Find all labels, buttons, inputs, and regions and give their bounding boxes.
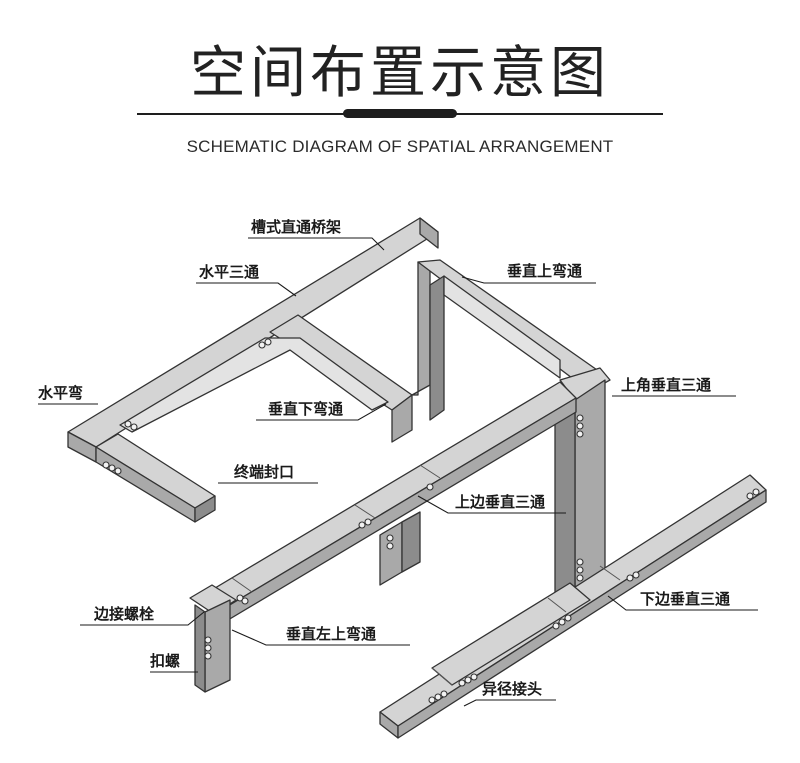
label-end-cap: 终端封口 — [234, 463, 294, 481]
upper-side-vertical-tee-drop-side — [401, 511, 421, 573]
end-cap-face — [194, 495, 216, 523]
label-trough-straight-tray: 槽式直通桥架 — [251, 218, 341, 236]
label-snap-screw: 扣螺 — [150, 652, 180, 670]
horizontal-tee-branch-side — [391, 394, 413, 443]
left-up-bend-column-side — [194, 604, 206, 693]
upper-tray-assembly — [67, 217, 439, 523]
middle-tray-assembly — [194, 381, 577, 627]
label-edge-bolt: 边接螺栓 — [93, 605, 154, 623]
label-lower-side-vertical-tee: 下边垂直三通 — [640, 590, 730, 608]
middle-tray-bolts — [236, 483, 434, 605]
label-vertical-up-bend: 垂直上弯通 — [507, 262, 582, 280]
upper-side-vertical-tee-drop — [379, 521, 403, 586]
lower-tray-bolts — [428, 488, 760, 704]
label-horizontal-bend: 水平弯 — [38, 384, 83, 402]
upper-angle-vertical-tee — [554, 367, 611, 613]
vertical-up-bend-face — [429, 275, 445, 421]
trough-straight-tray-end — [419, 217, 439, 249]
reducer-joint-top — [431, 582, 591, 686]
vertical-up-bend-inner — [443, 275, 561, 379]
page-title: 空间布置示意图 — [190, 41, 610, 106]
label-horizontal-tee: 水平三通 — [199, 263, 259, 281]
leader-lines — [38, 237, 758, 707]
lower-tray-assembly — [379, 474, 767, 739]
label-reducer-joint: 异径接头 — [482, 680, 542, 698]
vertical-riser-assembly — [411, 259, 601, 421]
vertical-left-up-bend — [189, 584, 237, 693]
horizontal-tee-opening — [119, 337, 389, 433]
lower-tray-long-side — [397, 489, 767, 739]
label-upper-angle-vertical-tee: 上角垂直三通 — [621, 376, 711, 394]
snap-screw-bolts — [204, 636, 212, 660]
label-upper-side-vertical-tee: 上边垂直三通 — [455, 493, 545, 511]
vertical-down-bend-riser — [411, 261, 431, 396]
title-divider-accent — [343, 109, 457, 118]
label-vertical-left-up-bend: 垂直左上弯通 — [286, 625, 376, 643]
page-subtitle: SCHEMATIC DIAGRAM OF SPATIAL ARRANGEMENT — [186, 137, 614, 156]
trough-straight-tray-top — [67, 217, 439, 448]
horizontal-tee-branch-top — [269, 314, 413, 411]
label-vertical-down-bend: 垂直下弯通 — [268, 400, 343, 418]
tray-bolts-upper — [102, 338, 272, 475]
riser-column-side — [554, 399, 576, 613]
component-labels: 槽式直通桥架 水平三通 垂直上弯通 水平弯 垂直下弯通 上角垂直三通 终端封口 … — [38, 218, 730, 698]
